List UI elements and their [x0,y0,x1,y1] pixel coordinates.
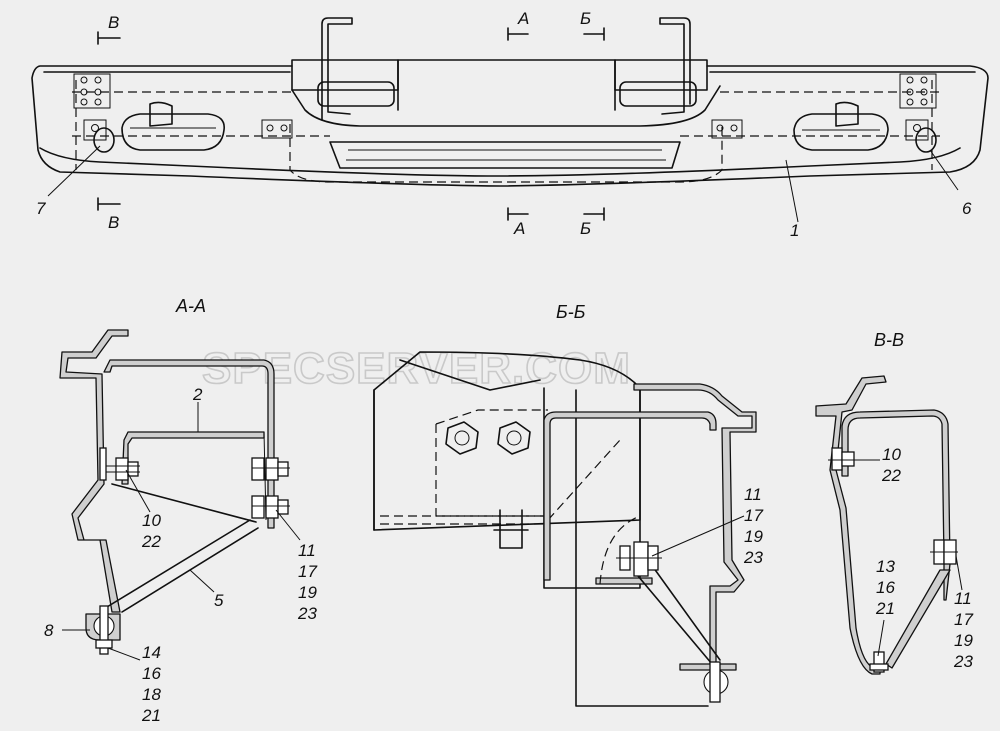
callout-vv-13: 13 [876,557,895,576]
section-title-vv: В-В [874,330,904,350]
vv-bolt-10-22 [828,447,858,471]
callout-6: 6 [962,199,972,218]
bb-bolt-11-17-19-23 [616,541,662,577]
section-aa: А-А [44,296,317,725]
callout-7: 7 [36,199,46,218]
svg-text:В: В [108,13,119,32]
callout-vv-19: 19 [954,631,973,650]
callout-10: 10 [142,511,161,530]
callout-vv-17: 17 [954,610,973,629]
vv-bolt-11-17-19-23 [930,539,958,565]
callout-2: 2 [192,385,203,404]
aa-brace [101,483,259,613]
left-fog-lamp [121,101,225,151]
callout-vv-23: 23 [953,652,973,671]
aa-clamp-8 [85,605,121,655]
right-frame-rail [659,17,691,115]
bb-hex-bolt-2 [497,421,531,455]
svg-text:Б: Б [580,219,591,238]
right-mount-plate [899,73,937,109]
svg-text:В: В [108,213,119,232]
vv-beam [841,409,951,601]
callout-vv-11: 11 [954,589,972,608]
svg-text:А: А [517,9,529,28]
callout-18: 18 [142,685,161,704]
bb-hex-bolt-1 [445,421,479,455]
aa-bumper-skin [59,329,129,613]
main-callouts: 7 6 1 [36,145,972,240]
callout-19: 19 [298,583,317,602]
callout-11: 11 [298,541,316,560]
bb-lower-clamp [679,661,737,703]
callout-vv-21: 21 [875,599,895,618]
right-fog-lamp [793,101,889,151]
svg-text:Б: Б [580,9,591,28]
callout-bb-11: 11 [744,485,762,504]
callout-bb-17: 17 [744,506,763,525]
left-mount-plate [73,73,111,109]
callout-16: 16 [142,664,161,683]
section-markers: В В А Б А Б [97,9,605,238]
callout-23: 23 [297,604,317,623]
callout-21: 21 [141,706,161,725]
section-bb: Б-Б [373,302,763,707]
section-title-bb: Б-Б [556,302,586,322]
callout-14: 14 [142,643,161,662]
lower-grille-opening [329,141,681,169]
aa-bolt-10-22 [99,447,140,481]
section-title-aa: А-А [175,296,206,316]
callout-5: 5 [214,591,224,610]
section-vv: В-В 10 22 13 16 21 11 17 19 [815,330,973,675]
callout-17: 17 [298,562,317,581]
left-frame-rail [321,17,353,121]
callout-1: 1 [790,221,799,240]
bumper-front-view [31,17,989,187]
callout-bb-19: 19 [744,527,763,546]
callout-vv-16: 16 [876,578,895,597]
callout-22: 22 [141,532,161,551]
svg-text:А: А [513,219,525,238]
callout-vv-10: 10 [882,445,901,464]
aa-beam [103,359,275,529]
callout-8: 8 [44,621,54,640]
callout-bb-23: 23 [743,548,763,567]
bumper-outline [31,59,989,187]
vv-bolt-13-16-21 [869,651,889,673]
aa-bolt-upper-right [251,457,290,481]
aa-bolt-11-17-19-23 [251,495,290,519]
bb-frame-rail [373,351,641,531]
callout-vv-22: 22 [881,466,901,485]
